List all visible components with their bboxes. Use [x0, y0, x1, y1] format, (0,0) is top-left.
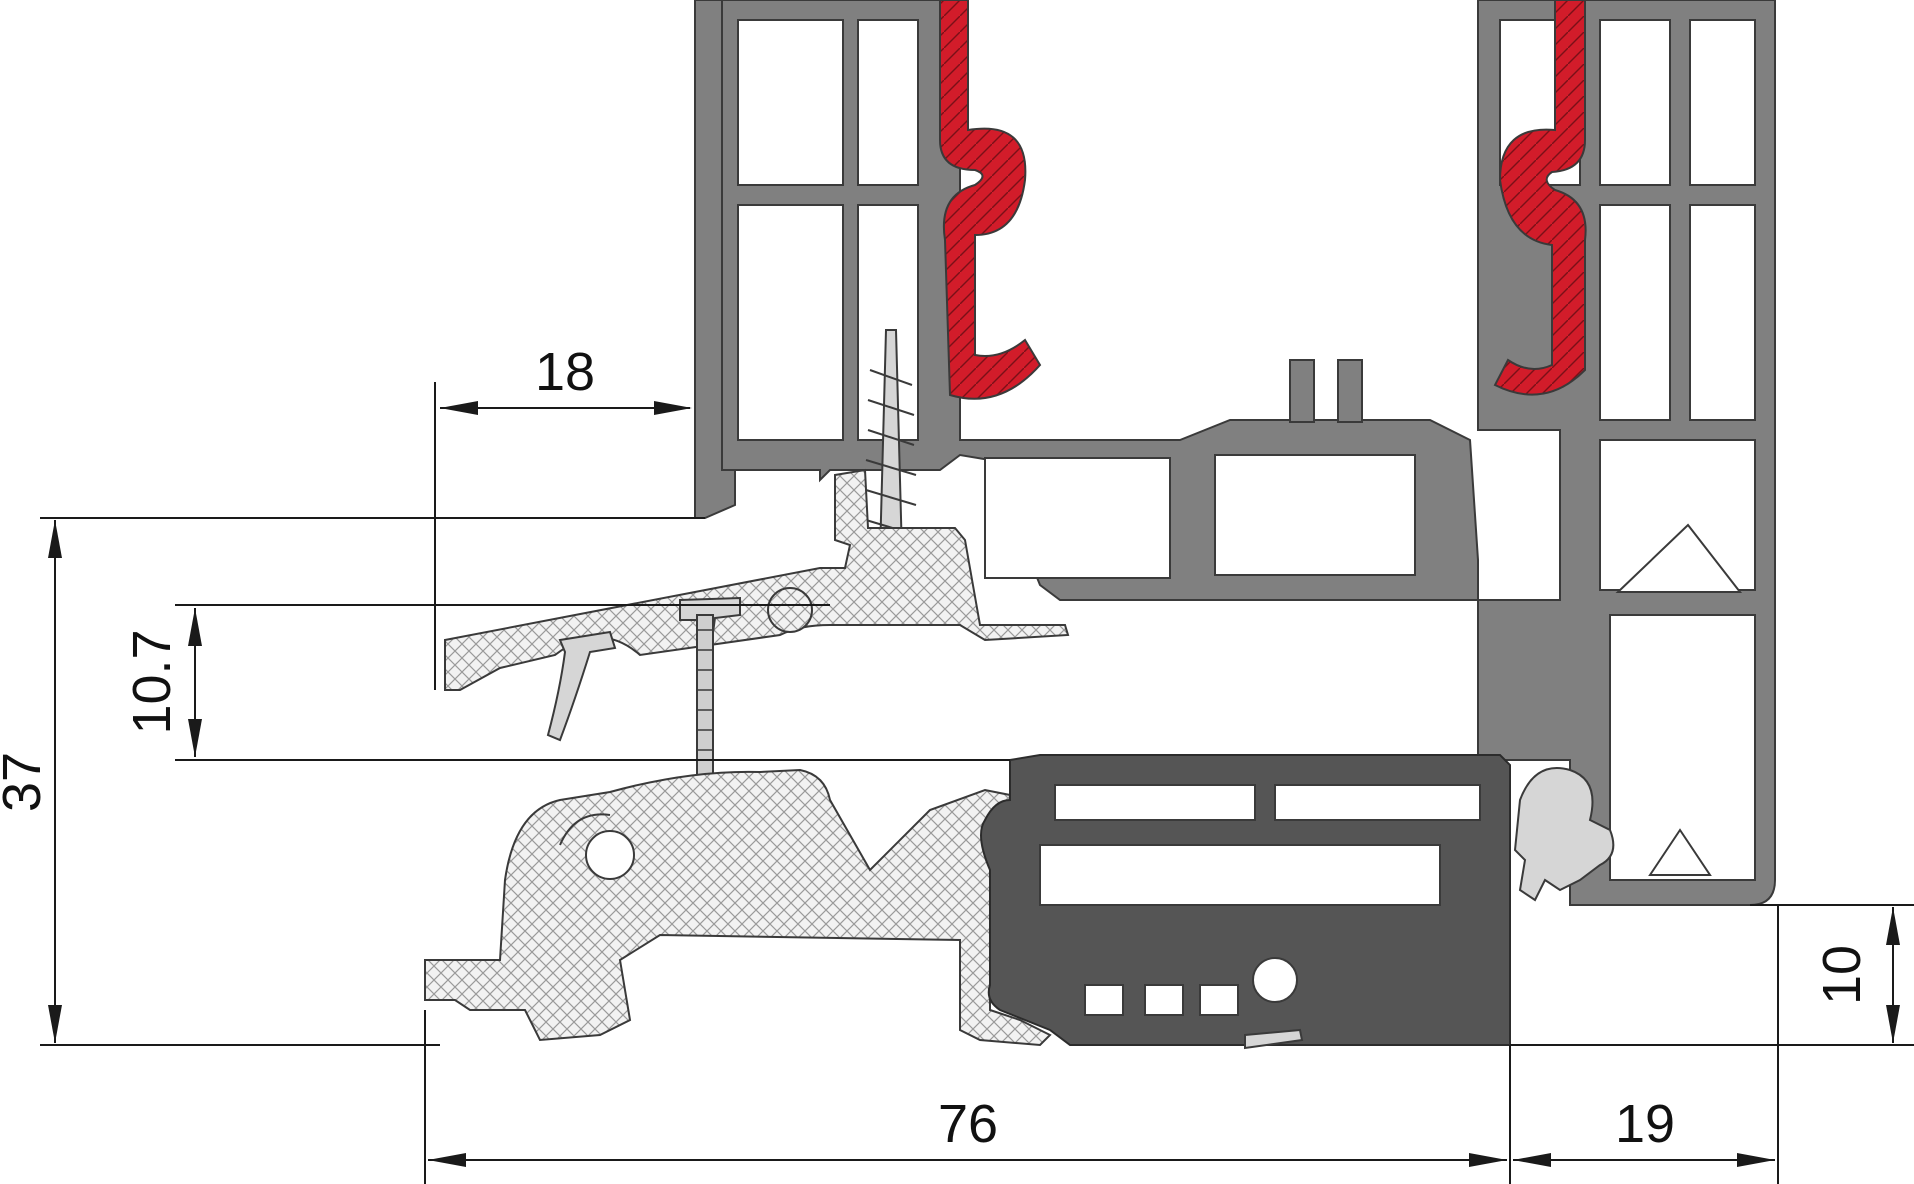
insert-chamber — [1039, 844, 1441, 906]
drip-gasket — [546, 630, 617, 742]
insert-chamber — [1054, 784, 1256, 821]
glazing-seal-left — [939, 0, 1042, 400]
threshold-screw-port — [585, 830, 635, 880]
insert-chamber — [1274, 784, 1481, 821]
frame-chamber — [1689, 19, 1756, 186]
insert-slot — [1084, 984, 1124, 1016]
sash-profile — [694, 0, 1479, 601]
frame-chamber — [1689, 204, 1756, 421]
aluminium-threshold — [424, 768, 1052, 1047]
insert-screw-port — [1252, 957, 1298, 1003]
aluminium-weather-cover — [444, 468, 1070, 691]
bead-tongue — [1337, 359, 1363, 423]
dimension-10: 10 — [1812, 945, 1872, 1005]
dimension-18: 18 — [535, 342, 595, 402]
dimension-10-7: 10.7 — [122, 629, 182, 734]
connecting-stud — [696, 614, 714, 776]
cover-screw-port — [767, 587, 813, 633]
frame-triangle-chamber — [1648, 828, 1712, 876]
dimension-37: 37 — [0, 752, 52, 812]
frame-chamber — [1599, 204, 1671, 421]
insert-slot — [1144, 984, 1184, 1016]
frame-chamber — [1599, 19, 1671, 186]
dimension-19: 19 — [1615, 1094, 1675, 1154]
sash-chamber — [1214, 454, 1416, 576]
sash-chamber — [857, 19, 919, 186]
dimension-76: 76 — [938, 1094, 998, 1154]
insert-slot — [1199, 984, 1239, 1016]
frame-triangle-chamber — [1615, 523, 1743, 593]
bead-tongue — [1289, 359, 1315, 423]
sash-chamber — [737, 204, 844, 441]
sash-chamber — [984, 457, 1171, 579]
sash-chamber — [737, 19, 844, 186]
frame-weather-seal — [1513, 767, 1615, 902]
insert-gasket — [1244, 1028, 1304, 1050]
glazing-seal-right — [1493, 0, 1587, 396]
